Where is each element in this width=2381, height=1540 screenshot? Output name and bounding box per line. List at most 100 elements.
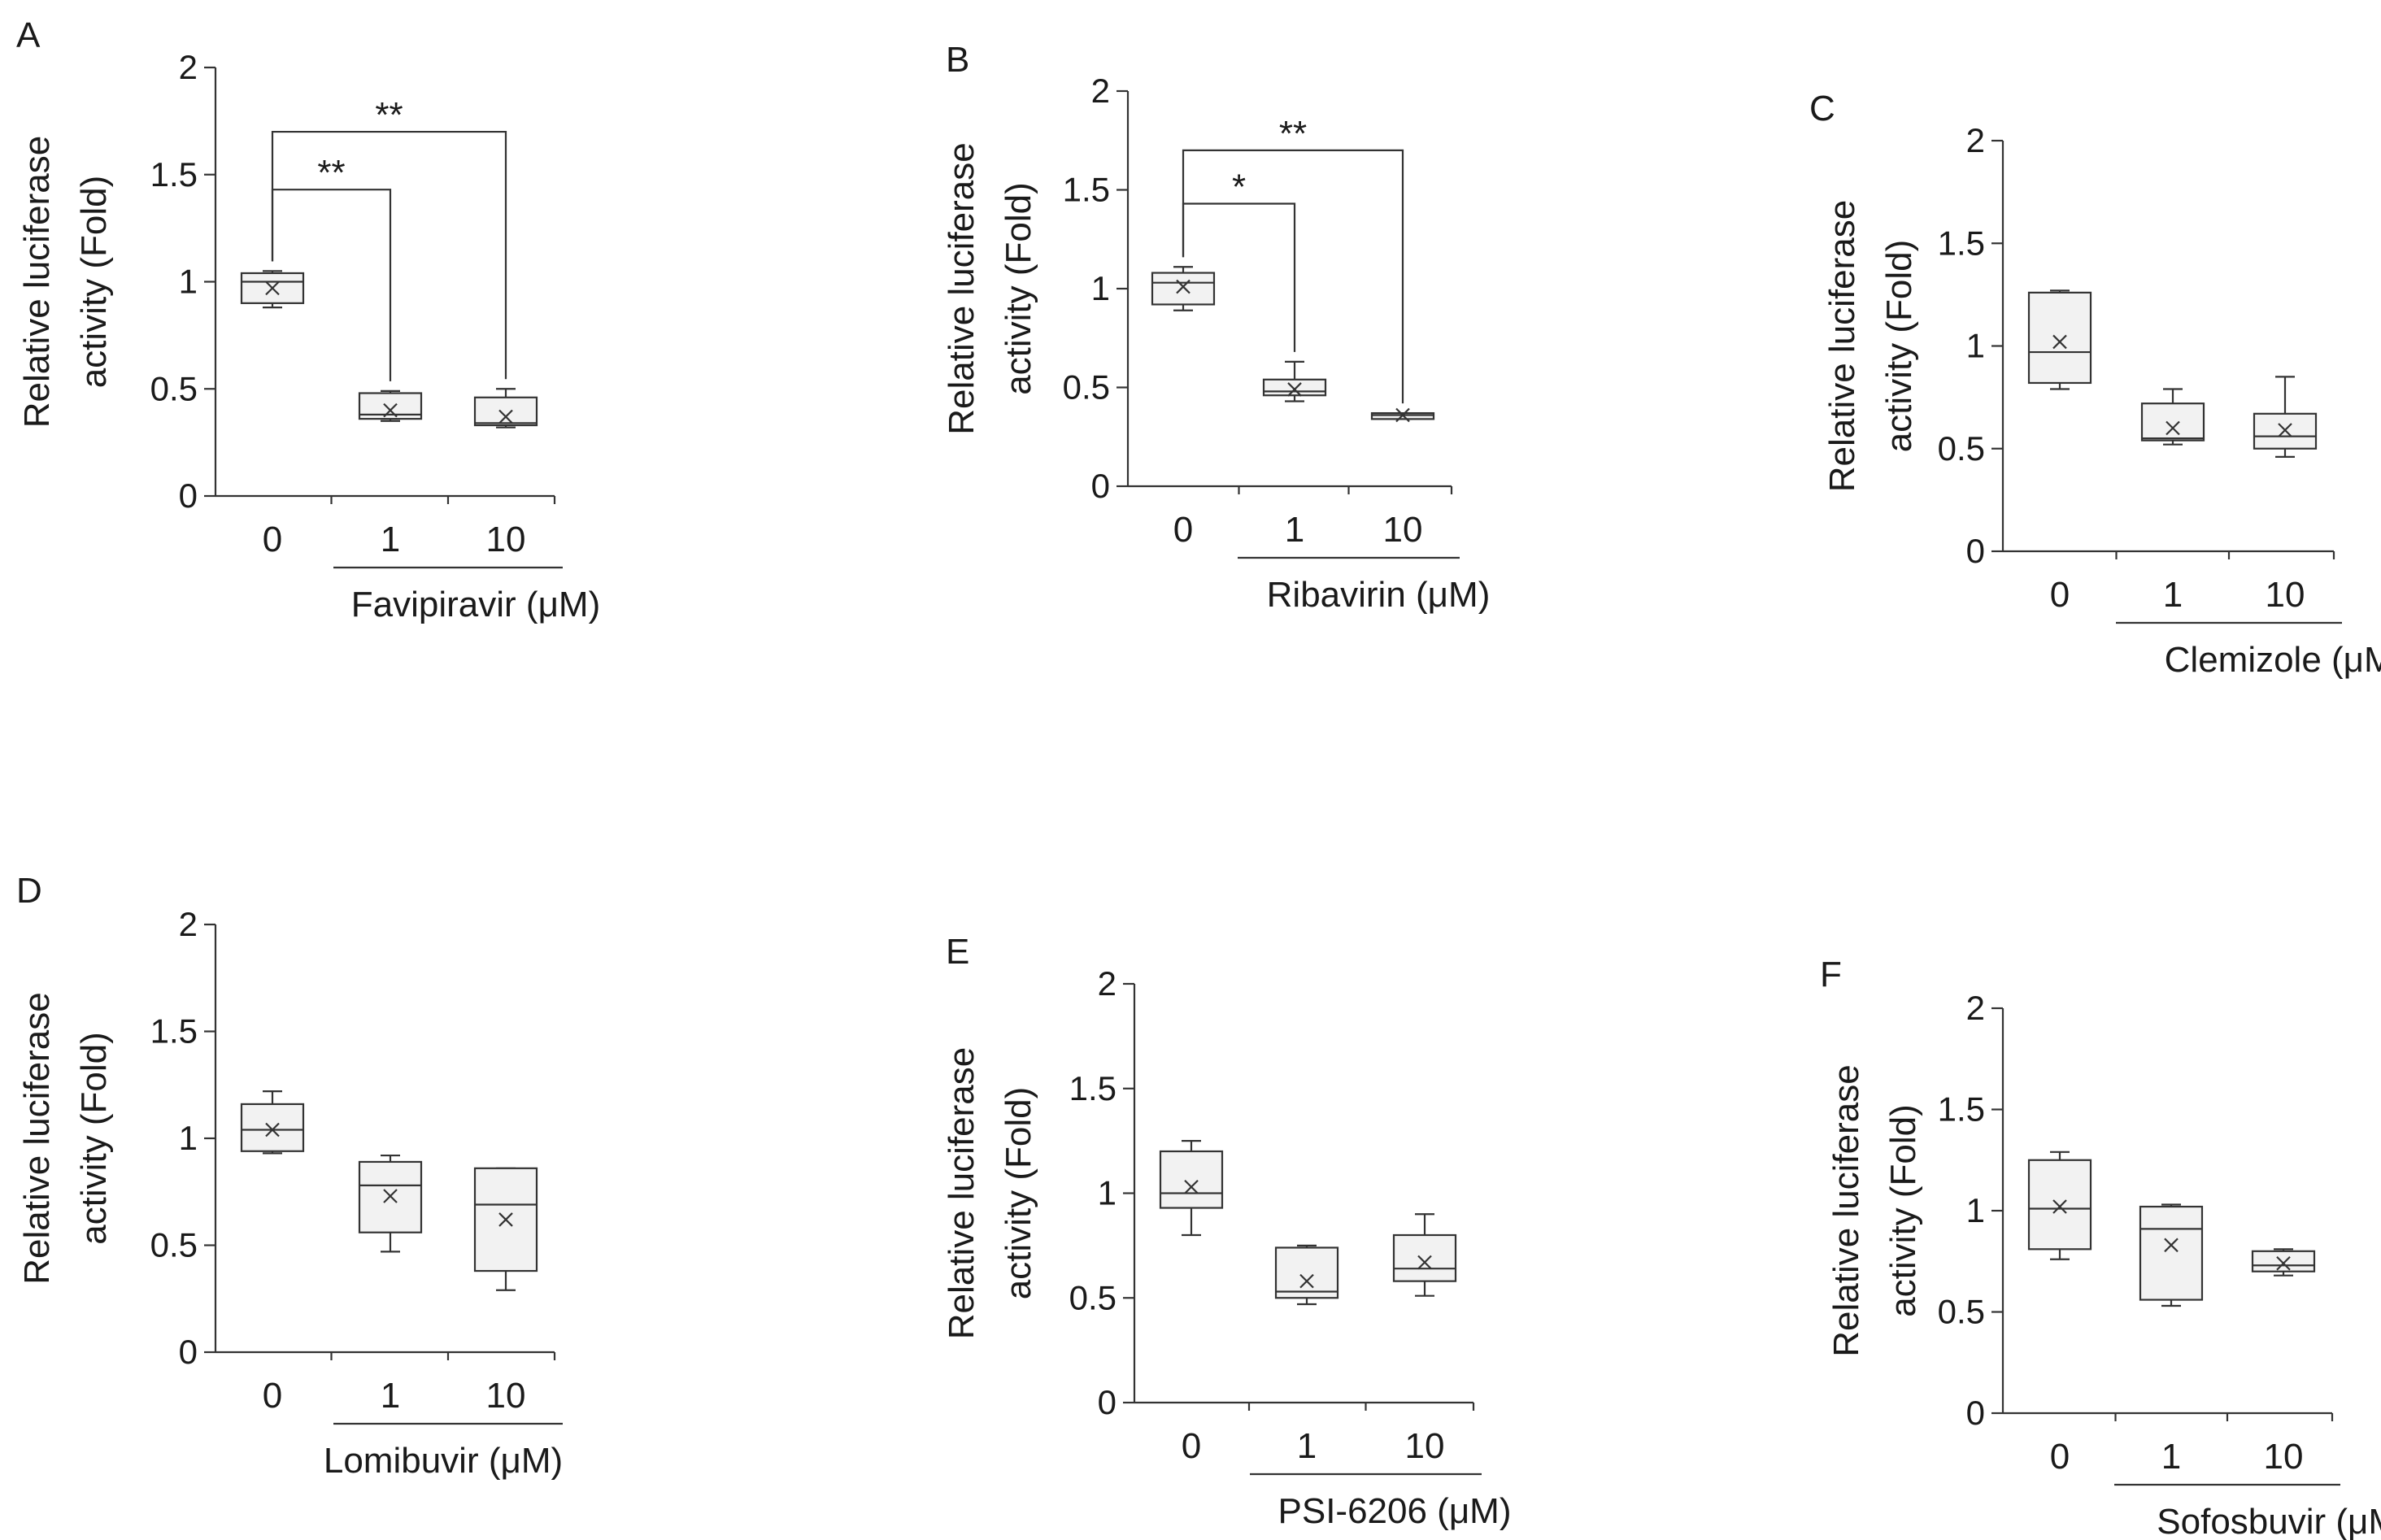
box-plot	[1159, 1140, 1224, 1237]
y-tick-label: 0.5	[150, 1226, 198, 1264]
x-category-label: 1	[1285, 510, 1304, 550]
y-axis-label: Relative luciferase	[1822, 200, 1862, 493]
y-axis-label: activity (Fold)	[1879, 240, 1919, 453]
x-category-label: 10	[1405, 1426, 1445, 1466]
box-plot	[1392, 1213, 1457, 1297]
box-iqr	[2027, 291, 2092, 385]
y-tick-label: 0	[179, 1333, 198, 1371]
mean-marker	[498, 1212, 513, 1227]
y-tick-label: 0.5	[1938, 429, 1985, 468]
y-tick-label: 0	[1966, 532, 1985, 570]
x-axis-label: Lomibuvir (μM)	[324, 1441, 563, 1481]
y-tick-label: 1.5	[1938, 224, 1985, 262]
x-axis-label: Ribavirin (μM)	[1267, 575, 1491, 615]
box-plot	[2027, 289, 2092, 390]
panel-letter: D	[16, 871, 42, 911]
mean-marker	[265, 1122, 280, 1138]
box-iqr	[240, 1103, 305, 1152]
significance-bracket: *	[1182, 167, 1296, 352]
mean-marker	[383, 1189, 398, 1203]
y-axis-label: Relative luciferase	[17, 992, 57, 1285]
box-plot	[1262, 360, 1327, 402]
mean-marker	[2052, 334, 2067, 350]
y-tick-label: 1.5	[150, 155, 198, 194]
box-iqr	[2139, 1205, 2204, 1301]
box-plot	[2140, 388, 2205, 446]
y-axis-label: activity (Fold)	[74, 1032, 114, 1245]
y-tick-label: 1	[1091, 269, 1110, 307]
mean-marker	[383, 402, 398, 418]
bracket-line	[1182, 149, 1404, 404]
mean-marker	[1184, 1179, 1199, 1194]
box-plot	[240, 1090, 305, 1155]
box-iqr	[1392, 1233, 1457, 1282]
y-tick-label: 0.5	[1063, 368, 1110, 407]
significance-bracket: **	[1182, 114, 1404, 404]
panel-letter: A	[16, 15, 41, 55]
mean-marker	[498, 409, 513, 424]
mean-marker	[2278, 423, 2292, 437]
x-category-label: 1	[1297, 1426, 1317, 1466]
y-tick-label: 2	[179, 48, 198, 86]
box-plot	[2251, 1248, 2316, 1277]
box-plot	[1151, 266, 1216, 311]
box-plot	[2139, 1203, 2204, 1307]
y-axis-label: Relative luciferase	[17, 136, 57, 429]
y-tick-label: 2	[1966, 989, 1985, 1027]
y-axis-label: Relative luciferase	[942, 1047, 982, 1340]
y-tick-label: 1	[1098, 1174, 1117, 1212]
x-axis-label: Favipiravir (μM)	[351, 585, 600, 624]
y-tick-label: 0.5	[1938, 1293, 1985, 1331]
x-axis-label: PSI-6206 (μM)	[1278, 1491, 1512, 1531]
significance-label: *	[1232, 167, 1246, 207]
y-tick-label: 1	[1966, 1191, 1985, 1229]
box-plot	[473, 1167, 538, 1291]
x-category-label: 1	[381, 520, 400, 559]
y-axis-label: activity (Fold)	[1883, 1104, 1923, 1317]
panel-letter: F	[1820, 955, 1842, 994]
x-category-label: 0	[2050, 1437, 2070, 1477]
y-tick-label: 2	[1098, 964, 1117, 1003]
box-iqr	[2140, 402, 2205, 442]
y-tick-label: 0.5	[1069, 1278, 1117, 1316]
x-category-label: 10	[2264, 1437, 2304, 1477]
panel-letter: E	[946, 932, 969, 972]
mean-marker	[2166, 420, 2180, 436]
x-axis-label: Sofosbuvir (μM)	[2157, 1502, 2381, 1540]
box-iqr	[1274, 1246, 1339, 1299]
x-category-label: 1	[2161, 1437, 2181, 1477]
y-tick-label: 1	[1966, 327, 1985, 365]
x-category-label: 0	[263, 520, 282, 559]
mean-marker	[2276, 1255, 2291, 1271]
box-iqr	[2027, 1159, 2092, 1251]
mean-marker	[265, 281, 280, 296]
y-tick-label: 1.5	[1063, 171, 1110, 209]
x-axis-label: Clemizole (μM)	[2165, 640, 2381, 680]
significance-bracket: **	[271, 153, 392, 381]
y-tick-label: 1	[179, 1119, 198, 1157]
y-axis-label: Relative luciferase	[1826, 1064, 1866, 1357]
box-iqr	[1159, 1150, 1224, 1209]
panel-letter: C	[1809, 89, 1835, 128]
y-tick-label: 2	[179, 905, 198, 943]
y-tick-label: 0.5	[150, 369, 198, 407]
panel-letter: B	[946, 40, 969, 80]
box-plot	[240, 270, 305, 309]
y-tick-label: 2	[1966, 121, 1985, 159]
y-axis-label: activity (Fold)	[999, 1087, 1038, 1300]
mean-marker	[1287, 382, 1302, 397]
x-category-label: 1	[381, 1376, 400, 1416]
box-plot	[473, 388, 538, 429]
x-category-label: 10	[486, 520, 526, 559]
box-iqr	[1262, 378, 1327, 397]
mean-marker	[1417, 1255, 1432, 1270]
mean-marker	[1299, 1273, 1314, 1289]
x-category-label: 0	[2050, 575, 2070, 615]
y-tick-label: 1	[179, 263, 198, 301]
y-tick-label: 0	[1098, 1383, 1117, 1421]
